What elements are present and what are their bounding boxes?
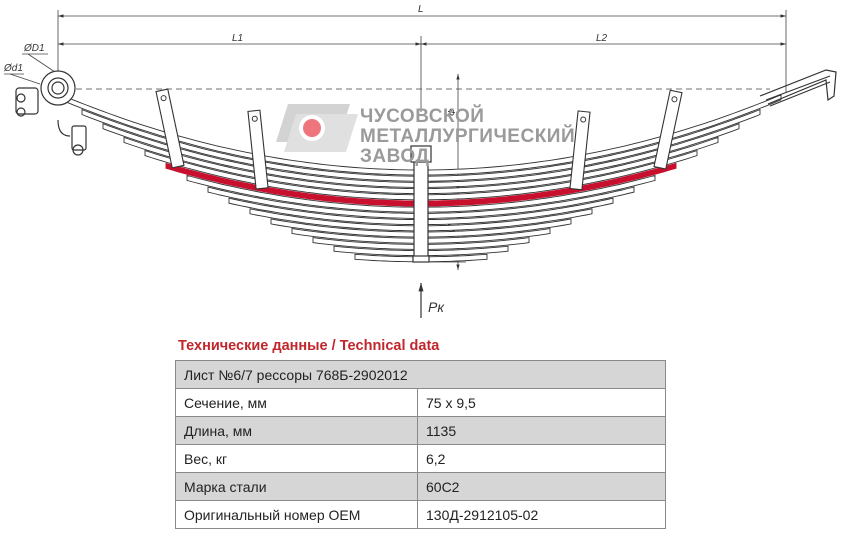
row-label: Сечение, мм: [175, 388, 418, 417]
row-label: Оригинальный номер ОЕМ: [175, 500, 418, 529]
dim-eye-inner-label: Ød1: [3, 63, 23, 74]
row-value: 130Д-2912105-02: [417, 500, 666, 529]
clamp-rivet: [580, 116, 587, 123]
table-row: Вес, кг 6,2: [175, 444, 666, 473]
spring-clamp: [247, 109, 269, 190]
dim-total-label: L: [418, 4, 424, 15]
logo-line-3: ЗАВОД: [360, 146, 429, 167]
center-bolt: [410, 145, 432, 263]
spring-leaf: [270, 218, 572, 238]
dim-camber-label: Ф: [445, 108, 456, 116]
table-header-cell: Лист №6/7 рессоры 768Б-2902012: [175, 360, 666, 389]
spring-eye: [15, 70, 87, 156]
dim-eye-outer-label: ØD1: [23, 43, 45, 54]
logo-line-2: МЕТАЛЛУРГИЧЕСКИЙ: [360, 125, 575, 147]
spring-leaf: [81, 108, 761, 182]
clamp-rivet: [671, 96, 678, 103]
spring-leaf: [144, 149, 698, 201]
chmz-logo-icon: [276, 104, 358, 152]
row-label: Длина, мм: [175, 416, 418, 445]
clamp-rivet: [251, 115, 258, 122]
table-row: Сечение, мм 75 х 9,5: [175, 388, 666, 417]
spring-clamp: [653, 89, 683, 170]
dimension-lines: [4, 10, 787, 270]
row-value: 1135: [417, 416, 666, 445]
spring-leaf: [249, 208, 593, 232]
spring-clamp: [569, 110, 591, 191]
spring-leaf: [207, 186, 635, 219]
clamp-rivet: [160, 95, 167, 102]
spring-leaf: [186, 174, 656, 213]
row-label: Вес, кг: [175, 444, 418, 473]
highlighted-leaf: [165, 162, 677, 207]
spring-hook-end: [759, 69, 837, 107]
dim-right-label: L2: [596, 33, 608, 44]
spring-leaf: [312, 237, 530, 250]
technical-data-title: Технические данные / Technical data: [178, 338, 440, 354]
technical-data-table: Лист №6/7 рессоры 768Б-2902012 Сечение, …: [175, 360, 666, 529]
spring-leaf: [228, 197, 614, 226]
spring-leaf: [123, 136, 719, 195]
table-row: Длина, мм 1135: [175, 416, 666, 445]
spring-leaf: [60, 94, 782, 176]
spring-clamps: [155, 88, 683, 191]
dim-left-label: L1: [232, 33, 243, 44]
logo-line-1: ЧУСОВСКОЙ: [360, 105, 484, 127]
row-label: Марка стали: [175, 472, 418, 501]
row-value: 75 х 9,5: [417, 388, 666, 417]
row-value: 60С2: [417, 472, 666, 501]
spring-clamp: [155, 88, 185, 169]
load-label: Pк: [428, 299, 445, 315]
table-row: Марка стали 60С2: [175, 472, 666, 501]
table-header-row: Лист №6/7 рессоры 768Б-2902012: [175, 360, 666, 389]
row-value: 6,2: [417, 444, 666, 473]
leaf-spring-drawing: L L1 L2 ØD1 Ød1 Ф H Pк: [3, 4, 837, 318]
table-row: Оригинальный номер ОЕМ 130Д-2912105-02: [175, 500, 666, 529]
spring-leaf: [291, 227, 551, 244]
